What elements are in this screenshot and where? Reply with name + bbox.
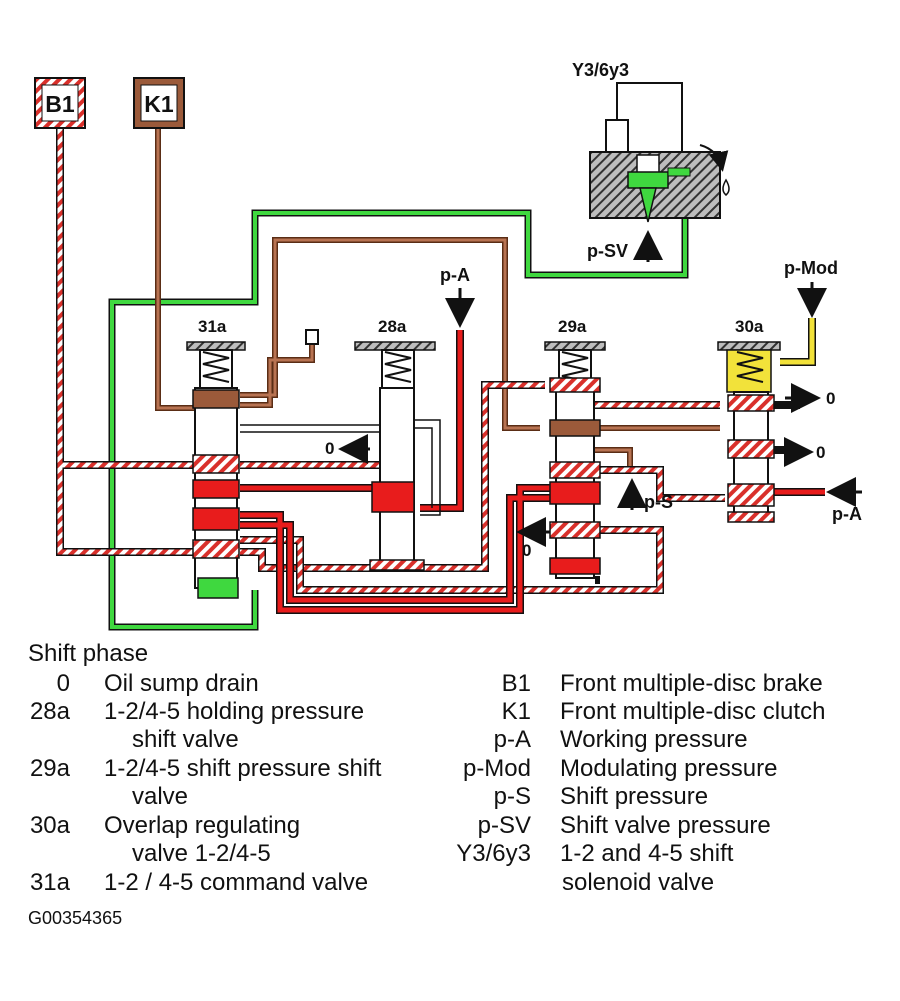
- legend-text-y3-1: 1-2 and 4-5 shift: [560, 840, 734, 867]
- legend-text-28a-1: 1-2/4-5 holding pressure: [104, 698, 365, 725]
- label-28a: 28a: [378, 317, 407, 336]
- valve-28a: [354, 341, 436, 571]
- box-b1: B1: [34, 77, 86, 129]
- legend-text-p-a: Working pressure: [560, 726, 748, 753]
- figure-id: G00354365: [28, 908, 123, 928]
- legend-text-p-mod: Modulating pressure: [560, 755, 778, 782]
- legend-code-0: 0: [56, 670, 70, 697]
- legend-text-29a-2: valve: [132, 783, 189, 810]
- box-k1: K1: [133, 77, 185, 129]
- legend-code-y3: Y3/6y3: [456, 840, 531, 867]
- label-p-a-right: p-A: [832, 504, 862, 524]
- label-solenoid: Y3/6y3: [572, 60, 629, 80]
- label-29a: 29a: [558, 317, 587, 336]
- legend-text-p-sv: Shift valve pressure: [560, 812, 771, 839]
- valve-29a: [544, 341, 606, 579]
- legend-text-b1: Front multiple-disc brake: [560, 670, 823, 697]
- label-p-a-top: p-A: [440, 265, 470, 285]
- legend-code-31a: 31a: [29, 869, 70, 896]
- label-p-sv: p-SV: [587, 241, 628, 261]
- legend: Shift phase 0 Oil sump drain 28a 1-2/4-5…: [0, 640, 900, 940]
- legend-text-p-s: Shift pressure: [560, 783, 709, 810]
- label-31a: 31a: [198, 317, 227, 336]
- yellow-line-p-mod: [780, 318, 816, 366]
- label-30a: 30a: [735, 317, 764, 336]
- legend-code-b1: B1: [501, 670, 531, 697]
- legend-code-p-a: p-A: [493, 726, 531, 753]
- label-zero-30a-top: 0: [826, 389, 835, 408]
- label-zero-28a: 0: [325, 439, 334, 458]
- legend-code-28a: 28a: [29, 698, 70, 725]
- label-zero-30a-mid: 0: [816, 443, 825, 462]
- valve-31a: [186, 341, 246, 599]
- legend-text-0: Oil sump drain: [104, 670, 259, 697]
- legend-code-p-s: p-S: [493, 783, 531, 810]
- legend-code-k1: K1: [501, 698, 531, 725]
- legend-code-30a: 30a: [29, 812, 70, 839]
- valve-30a: [717, 341, 781, 523]
- label-p-mod: p-Mod: [784, 258, 838, 278]
- legend-code-29a: 29a: [29, 755, 70, 782]
- hydraulic-diagram: B1 K1 Y3/6y3 p-SV 31a: [34, 60, 862, 631]
- legend-title: Shift phase: [28, 640, 149, 667]
- label-k1: K1: [144, 91, 174, 117]
- legend-text-30a-1: Overlap regulating: [104, 812, 301, 839]
- label-b1: B1: [45, 91, 75, 117]
- label-zero-29a: 0: [522, 541, 531, 560]
- solenoid-valve: [589, 82, 730, 223]
- legend-text-y3-2: solenoid valve: [562, 869, 715, 896]
- legend-code-p-mod: p-Mod: [462, 755, 531, 782]
- legend-text-k1: Front multiple-disc clutch: [560, 698, 826, 725]
- label-p-s: p-S: [644, 492, 673, 512]
- legend-text-29a-1: 1-2/4-5 shift pressure shift: [104, 755, 382, 782]
- legend-text-30a-2: valve 1-2/4-5: [132, 840, 271, 867]
- legend-text-28a-2: shift valve: [132, 726, 239, 753]
- legend-code-p-sv: p-SV: [477, 812, 531, 839]
- legend-text-31a: 1-2 / 4-5 command valve: [104, 869, 369, 896]
